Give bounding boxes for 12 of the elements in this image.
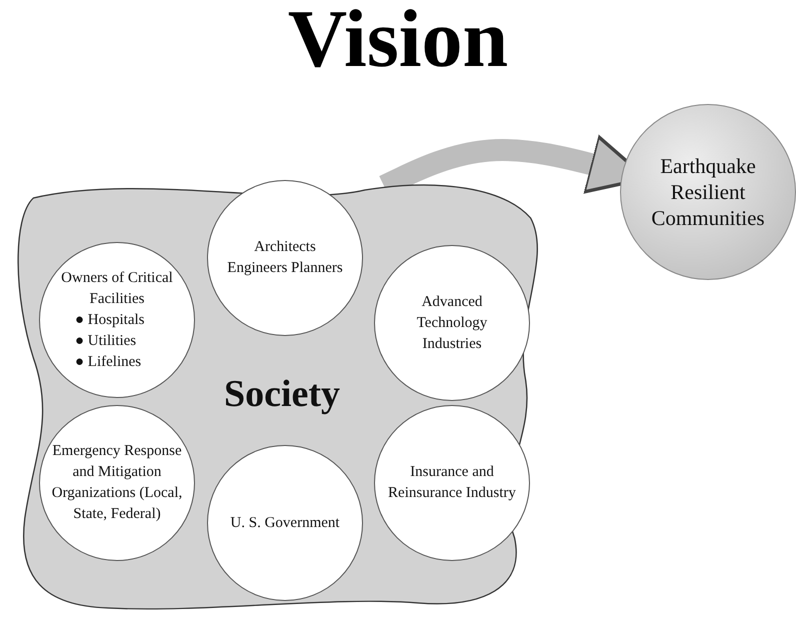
group-label: U. S. Government: [229, 514, 341, 532]
group-label: Advanced Technology Industries: [416, 292, 488, 354]
goal-label: Earthquake Resilient Communities: [650, 152, 766, 232]
title: Vision: [286, 0, 510, 86]
list-item: ● Lifelines: [74, 352, 142, 372]
group-label: Architects Engineers Planners: [227, 238, 343, 278]
group-label: Owners of Critical Facilities: [60, 268, 174, 308]
list-item: ● Utilities: [74, 332, 138, 350]
group-label: Insurance and Reinsurance Industry: [387, 463, 517, 503]
list-item: ● Hospitals: [74, 310, 146, 330]
group-label: Emergency Response and Mitigation Organizations (Local, State, Federal): [50, 442, 184, 524]
center-label: Society: [222, 372, 342, 417]
